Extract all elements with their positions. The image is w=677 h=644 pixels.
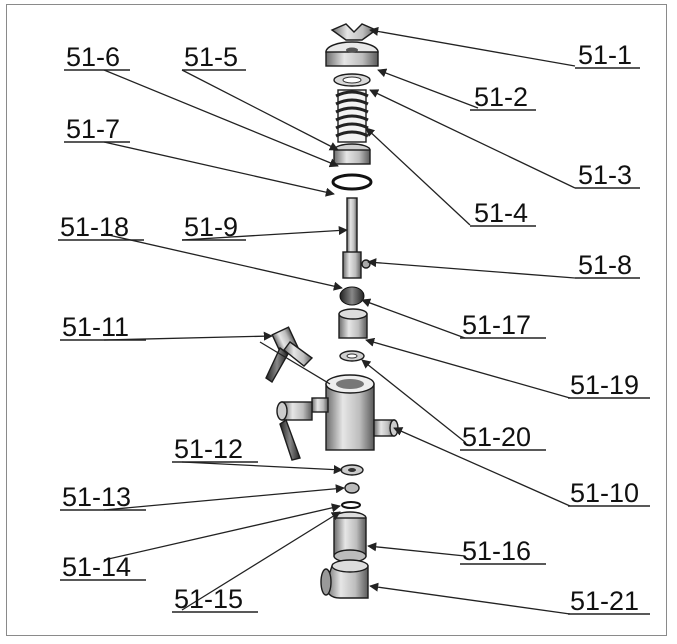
callout-label: 51-20 <box>462 422 531 452</box>
callout-label: 51-17 <box>462 310 531 340</box>
callout-label: 51-4 <box>474 198 528 228</box>
part-wing-nut <box>330 23 378 41</box>
callout-label: 51-7 <box>66 114 120 144</box>
part-valve-seat <box>338 308 368 339</box>
callout-label: 51-9 <box>184 212 238 242</box>
callout-51-15: 51-15 <box>172 584 258 614</box>
callout-51-7: 51-7 <box>64 114 130 144</box>
part-ball <box>344 482 360 494</box>
callout-51-10: 51-10 <box>568 478 650 508</box>
callout-51-20: 51-20 <box>460 422 546 452</box>
callout-label: 51-13 <box>62 482 131 512</box>
callout-label: 51-18 <box>60 212 129 242</box>
callout-51-19: 51-19 <box>568 370 650 400</box>
callout-label: 51-8 <box>578 250 632 280</box>
part-lever-top <box>265 326 314 383</box>
callout-51-1: 51-1 <box>575 40 640 70</box>
callout-51-13: 51-13 <box>60 482 146 512</box>
part-o-ring <box>331 173 373 191</box>
part-washer-mid <box>339 350 365 362</box>
callout-51-14: 51-14 <box>60 552 146 582</box>
callout-label: 51-10 <box>570 478 639 508</box>
callout-label: 51-15 <box>174 584 243 614</box>
callout-label: 51-16 <box>462 536 531 566</box>
part-washer-low <box>341 501 361 509</box>
callout-51-2: 51-2 <box>470 82 536 112</box>
part-valve-body <box>311 374 399 451</box>
part-spring-seat <box>333 143 371 165</box>
part-seal-black <box>339 286 365 306</box>
callout-51-5: 51-5 <box>182 42 246 72</box>
callout-label: 51-1 <box>578 40 632 70</box>
callout-51-18: 51-18 <box>58 212 144 242</box>
callout-51-12: 51-12 <box>172 434 258 464</box>
part-washer-top <box>333 73 371 87</box>
part-stem <box>342 197 371 279</box>
callout-51-8: 51-8 <box>575 250 640 280</box>
part-coupling <box>333 511 367 563</box>
callout-label: 51-11 <box>62 312 129 342</box>
callout-51-3: 51-3 <box>575 160 640 190</box>
callout-label: 51-21 <box>570 586 639 616</box>
callout-label: 51-5 <box>184 42 238 72</box>
callout-51-21: 51-21 <box>568 586 650 616</box>
part-spring <box>335 89 369 143</box>
callout-51-11: 51-11 <box>60 312 146 342</box>
callout-label: 51-12 <box>174 434 243 464</box>
callout-label: 51-2 <box>474 82 528 112</box>
part-knurled-cap <box>325 41 379 67</box>
part-nut-small <box>340 464 364 476</box>
part-lever-bottom <box>276 401 313 461</box>
part-elbow <box>320 559 369 599</box>
callout-51-6: 51-6 <box>64 42 130 72</box>
callout-label: 51-6 <box>66 42 120 72</box>
callout-label: 51-19 <box>570 370 639 400</box>
callout-51-17: 51-17 <box>460 310 546 340</box>
callout-51-4: 51-4 <box>470 198 536 228</box>
callout-label: 51-14 <box>62 552 131 582</box>
callout-label: 51-3 <box>578 160 632 190</box>
leader-lines <box>103 26 576 615</box>
callout-51-16: 51-16 <box>460 536 546 566</box>
callout-51-9: 51-9 <box>182 212 246 242</box>
